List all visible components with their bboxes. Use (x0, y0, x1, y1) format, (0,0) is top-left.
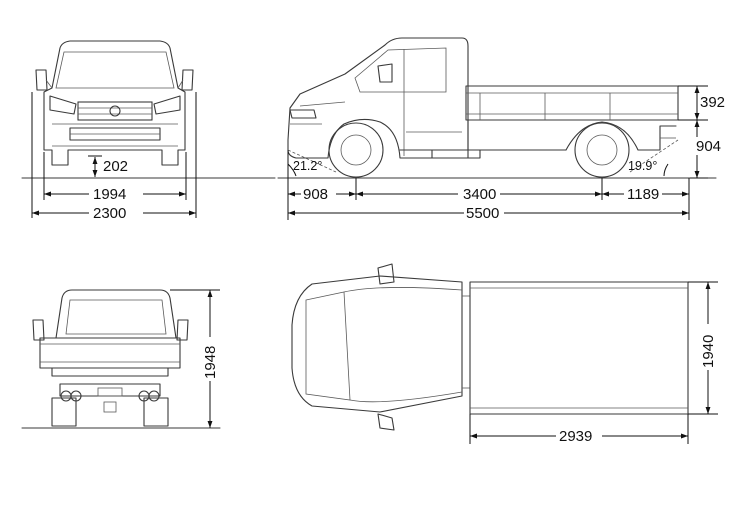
front-track-label: 1994 (93, 186, 126, 203)
approach-angle-label: 21.2° (293, 159, 322, 173)
top-view: 1940 2939 (291, 263, 718, 445)
front-overhang-label: 908 (303, 186, 328, 203)
platform-length-label: 2939 (559, 428, 592, 445)
ground-clearance-label: 202 (103, 158, 128, 175)
wheelbase-label: 3400 (463, 186, 496, 203)
overall-width-label: 2300 (93, 205, 126, 222)
rear-view: 1948 (21, 289, 221, 429)
platform-height-label: 904 (696, 138, 721, 155)
overall-length-label: 5500 (466, 205, 499, 222)
platform-width-label: 1940 (700, 335, 717, 368)
side-height-label: 392 (700, 94, 725, 111)
departure-angle-label: 19.9° (628, 159, 657, 173)
overall-height-label: 1948 (202, 346, 219, 379)
side-view: 21.2° 19.9° 392 904 908 3400 1189 5500 (277, 37, 725, 222)
front-view: 202 1994 2300 (21, 40, 276, 222)
rear-overhang-label: 1189 (627, 186, 659, 203)
